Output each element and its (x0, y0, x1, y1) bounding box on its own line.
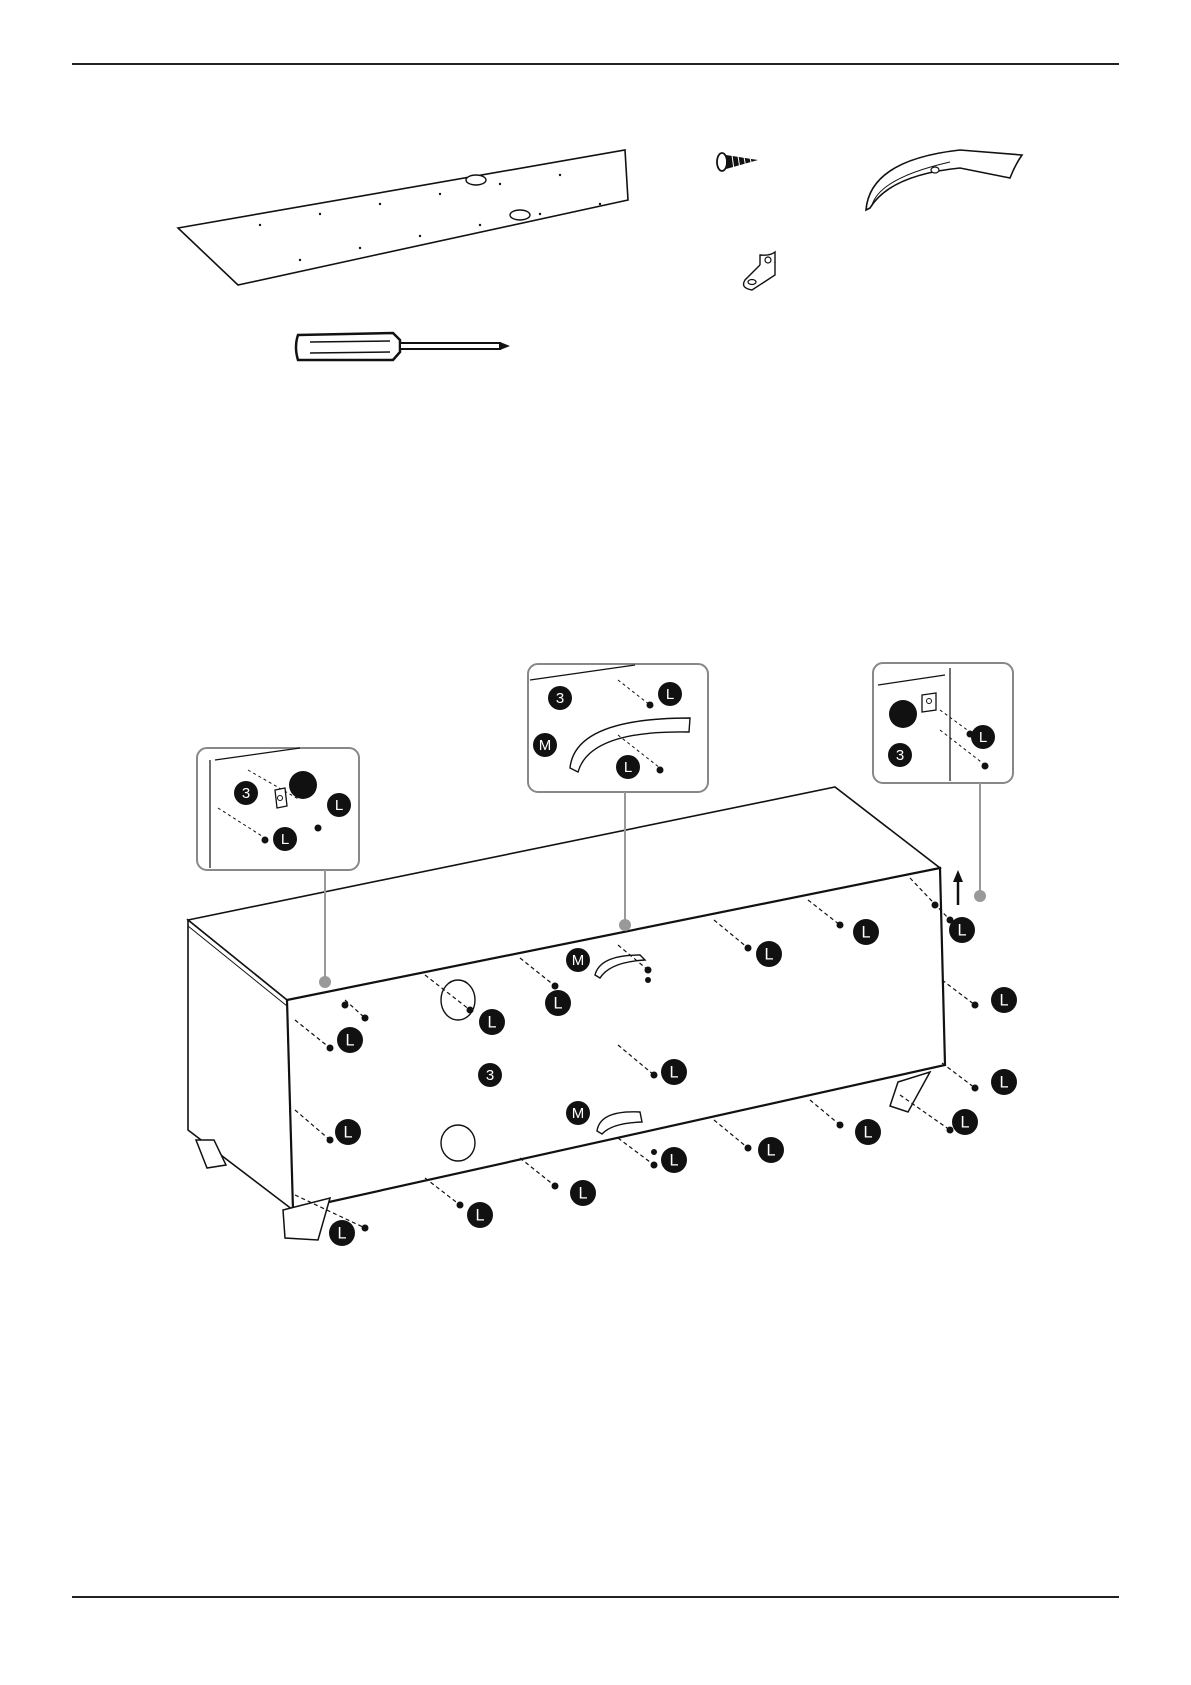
label-screw-badge: L (479, 1009, 505, 1035)
svg-text:L: L (475, 1206, 484, 1224)
label-screw-badge: L (855, 1119, 881, 1145)
label-screw-badge: L (335, 1119, 361, 1145)
screwdriver-icon (296, 333, 510, 360)
svg-text:L: L (487, 1013, 496, 1031)
svg-text:L: L (281, 831, 289, 848)
svg-text:L: L (669, 1151, 678, 1169)
svg-text:L: L (957, 921, 966, 939)
callout-handle-badge: M (533, 733, 557, 757)
svg-text:L: L (624, 759, 632, 776)
svg-text:L: L (666, 686, 674, 703)
svg-text:M: M (572, 1105, 585, 1122)
label-screw-badge: L (991, 1069, 1017, 1095)
svg-text:L: L (764, 945, 773, 963)
svg-text:L: L (578, 1184, 587, 1202)
panel-icon (178, 150, 628, 285)
svg-text:L: L (861, 923, 870, 941)
callout-panel-badge: 3 (548, 686, 572, 710)
svg-text:L: L (337, 1224, 346, 1242)
svg-text:L: L (960, 1113, 969, 1131)
curved-handle-icon (866, 150, 1022, 210)
svg-text:L: L (335, 797, 343, 814)
svg-text:3: 3 (242, 785, 250, 802)
callout-screw-badge: L (273, 827, 297, 851)
label-screw-badge: L (545, 990, 571, 1016)
svg-text:L: L (669, 1063, 678, 1081)
svg-text:L: L (343, 1123, 352, 1141)
label-screw-badge: L (467, 1202, 493, 1228)
callout-screw-badge: L (971, 725, 995, 749)
label-screw-badge: L (329, 1220, 355, 1246)
label-panel-badge: 3 (478, 1063, 502, 1087)
label-screw-badge: L (853, 919, 879, 945)
label-handle-badge: M (566, 1101, 590, 1125)
label-screw-badge: L (952, 1109, 978, 1135)
svg-text:L: L (863, 1123, 872, 1141)
angle-bracket-icon (744, 252, 775, 290)
callout-screw-badge: L (327, 793, 351, 817)
svg-text:L: L (553, 994, 562, 1012)
callout-panel-badge: 3 (888, 743, 912, 767)
callout-screw-badge: L (658, 682, 682, 706)
label-screw-badge: L (661, 1059, 687, 1085)
svg-text:L: L (999, 991, 1008, 1009)
label-screw-badge: L (756, 941, 782, 967)
callout-panel-badge: 3 (234, 781, 258, 805)
svg-text:L: L (979, 729, 987, 746)
svg-text:3: 3 (556, 690, 564, 707)
label-screw-badge: L (758, 1137, 784, 1163)
label-screw-badge: L (570, 1180, 596, 1206)
screw-icon (717, 153, 758, 171)
svg-text:M: M (539, 737, 552, 754)
label-screw-badge: L (661, 1147, 687, 1173)
svg-text:3: 3 (896, 747, 904, 764)
svg-text:L: L (766, 1141, 775, 1159)
svg-text:M: M (572, 952, 585, 969)
svg-text:L: L (345, 1031, 354, 1049)
label-handle-badge: M (566, 948, 590, 972)
label-screw-badge: L (949, 917, 975, 943)
svg-text:3: 3 (486, 1067, 494, 1084)
svg-text:L: L (999, 1073, 1008, 1091)
label-screw-badge: L (991, 987, 1017, 1013)
label-screw-badge: L (337, 1027, 363, 1053)
callout-screw-badge: L (616, 755, 640, 779)
